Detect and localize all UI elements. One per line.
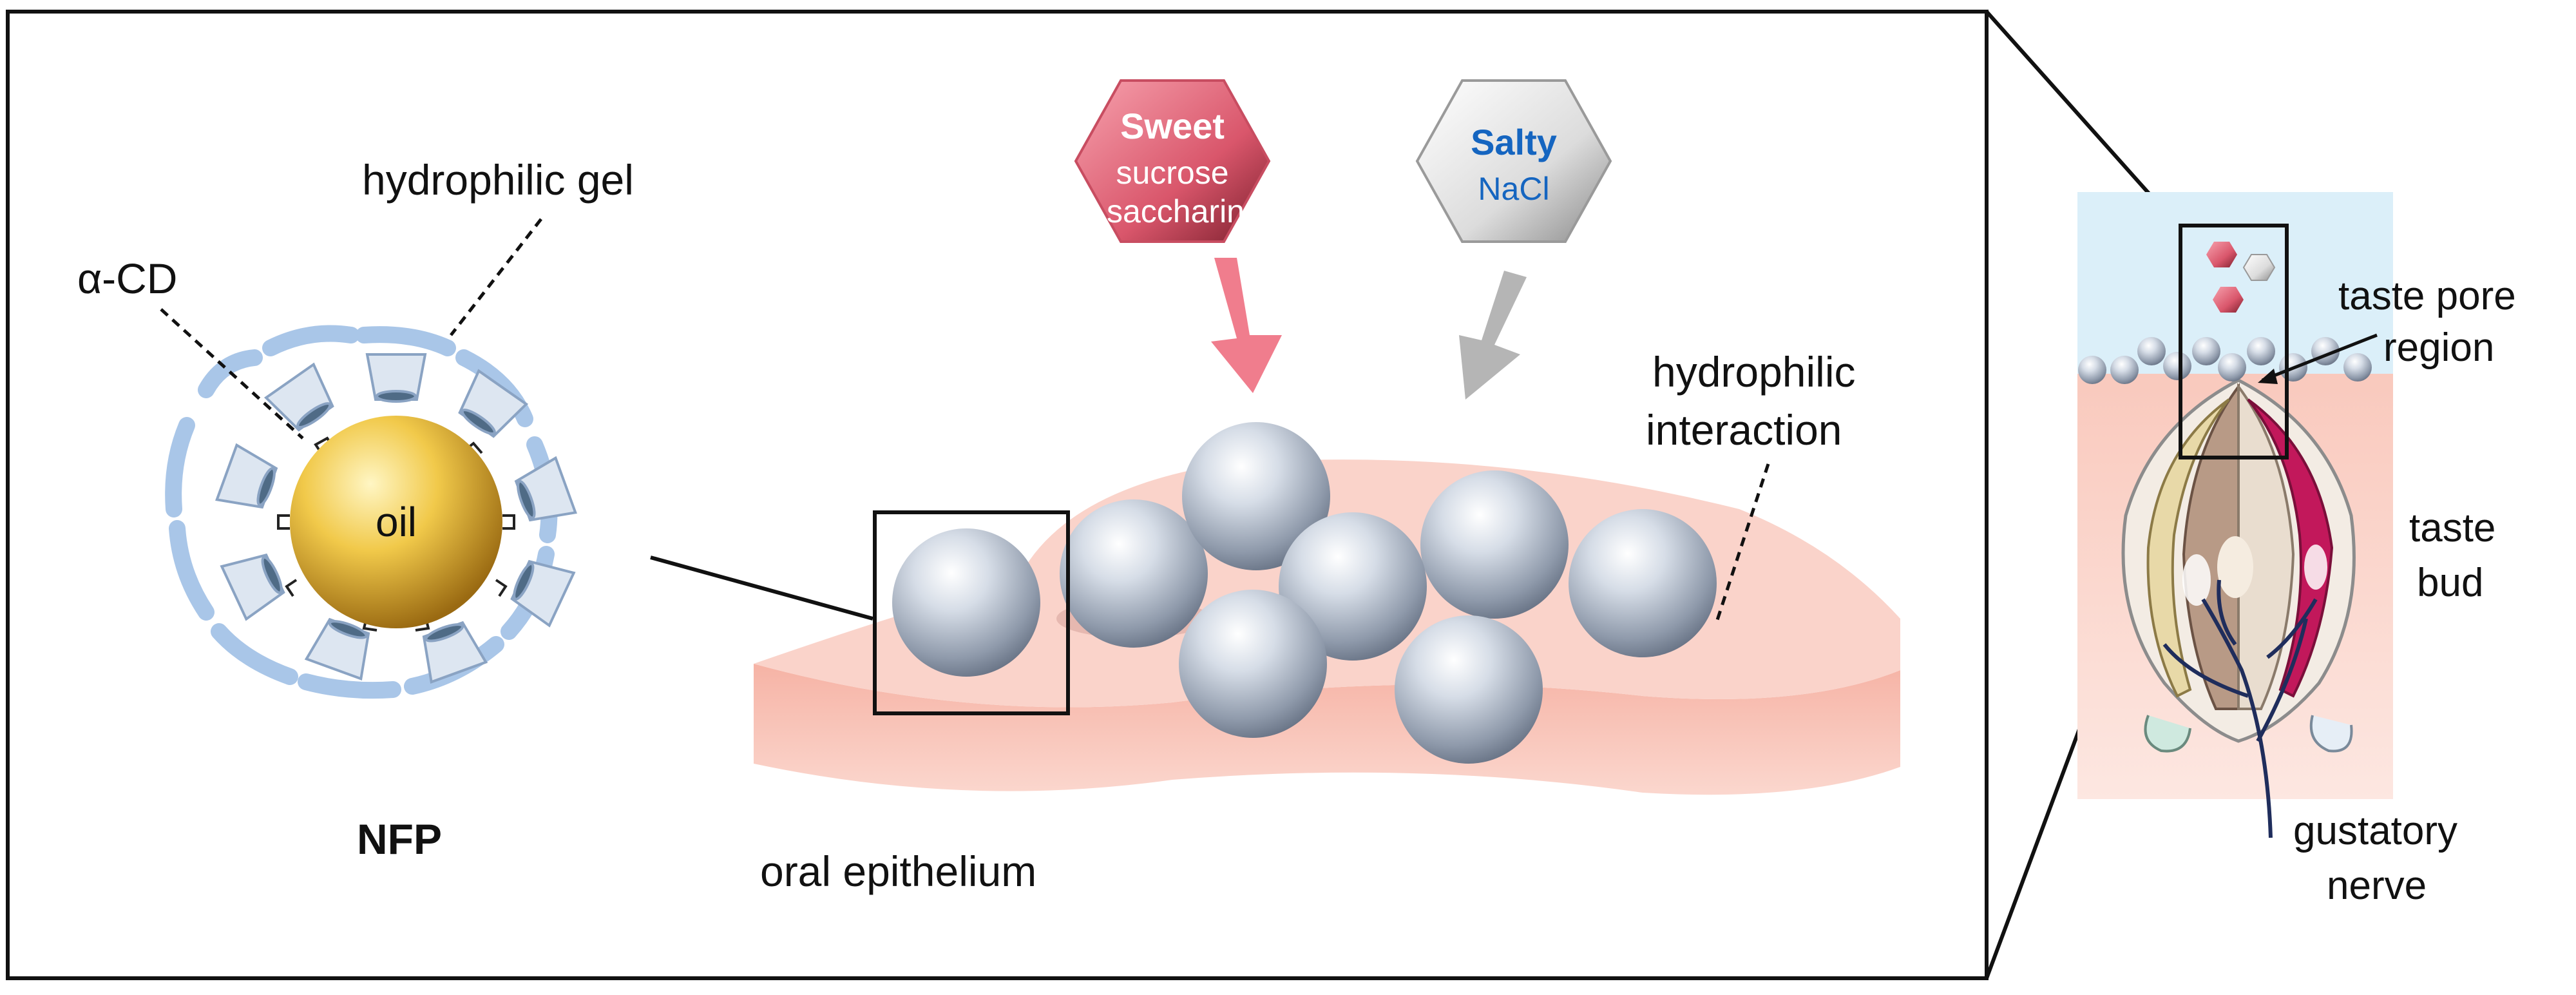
nfp-title: NFP	[357, 815, 442, 863]
surface-particle	[1060, 499, 1208, 648]
hydrophilic-interaction-label-line1: hydrophilic	[1652, 348, 1856, 396]
gustatory-nerve-fibers	[2162, 579, 2318, 838]
nfp-particle: oil	[165, 325, 577, 699]
taste-pore-label-line1: taste pore	[2338, 274, 2516, 318]
nfp-particles-on-surface	[892, 422, 1717, 764]
surface-particle	[1420, 470, 1569, 619]
taste-pore-arrowhead	[2258, 369, 2278, 384]
alpha-cd-label: α-CD	[77, 255, 177, 302]
sweet-item-sucrose: sucrose	[1116, 155, 1228, 191]
oral-epithelium-label: oral epithelium	[760, 847, 1036, 895]
oil-core	[290, 416, 502, 628]
salty-title: Salty	[1471, 122, 1557, 162]
mini-salty-hexagon	[2242, 254, 2276, 281]
taste-bud-illustration	[2077, 192, 2393, 838]
surface-particle	[1395, 615, 1543, 764]
alpha-cd-leader	[160, 308, 304, 440]
taste-bud-label-line2: bud	[2417, 561, 2483, 605]
gustatory-nerve-label-line1: gustatory	[2293, 809, 2457, 853]
taste-pore-zoom-box	[2179, 224, 2289, 459]
sweet-title: Sweet	[1120, 106, 1225, 146]
oil-core-label: oil	[376, 499, 417, 545]
surface-particle	[1279, 512, 1427, 661]
salty-hexagon	[1415, 79, 1612, 243]
mini-sweet-hexagon	[2213, 287, 2244, 313]
sweet-arrow	[1211, 258, 1282, 393]
particle-zoom-box	[873, 510, 1070, 715]
surface-particle	[1569, 509, 1717, 657]
mini-sweet-hexagon	[2206, 242, 2237, 267]
hydrophilic-gel-layer	[165, 325, 558, 699]
taste-bud-label-line1: taste	[2409, 506, 2495, 550]
nfp-zoom-connector	[650, 555, 873, 621]
salty-arrow	[1459, 271, 1527, 400]
surface-particle	[1179, 590, 1327, 738]
alpha-cd-ring	[215, 353, 577, 684]
taste-pore-label-line2: region	[2383, 325, 2494, 370]
sweet-hexagon	[1074, 79, 1271, 243]
salty-item-nacl: NaCl	[1478, 171, 1549, 207]
hydrophilic-interaction-label-line2: interaction	[1646, 406, 1842, 454]
hydrophilic-interaction-leader	[1715, 463, 1770, 623]
surface-particle	[1182, 422, 1330, 570]
sweet-tastant: Sweet sucrose saccharin	[1074, 79, 1282, 393]
sweet-item-saccharin: saccharin	[1107, 193, 1245, 229]
taste-pore-pointer	[2262, 333, 2378, 382]
hydrophilic-gel-label: hydrophilic gel	[362, 156, 634, 204]
salty-tastant: Salty NaCl	[1415, 79, 1612, 400]
gustatory-nerve-label-line2: nerve	[2327, 864, 2427, 908]
surface-particle	[892, 528, 1040, 677]
